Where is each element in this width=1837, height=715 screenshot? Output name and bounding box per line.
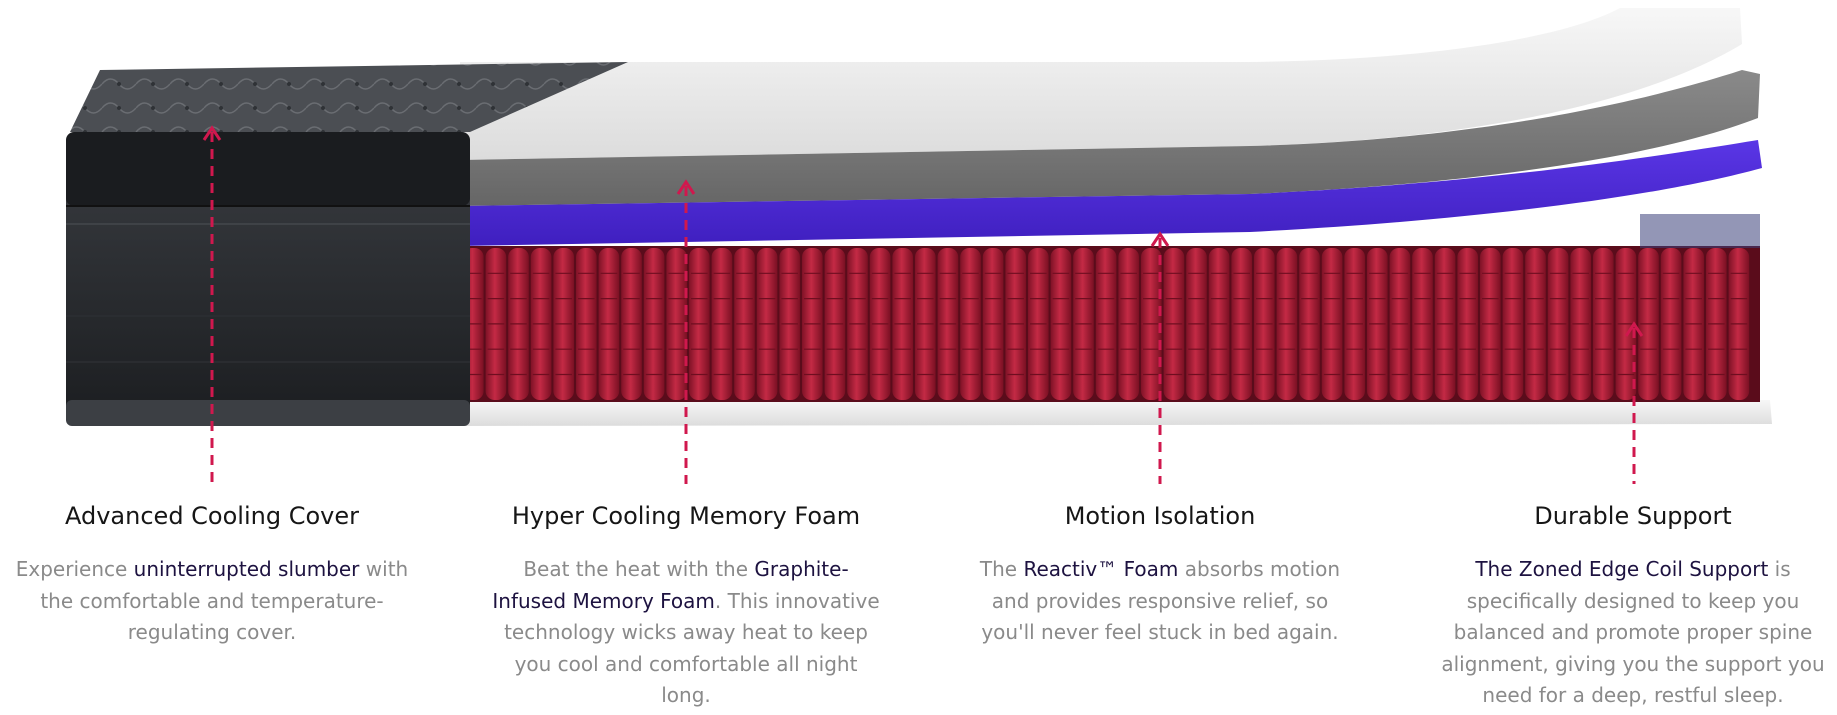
top-comfort-foam-layer bbox=[460, 8, 1742, 160]
cover-top-quilted bbox=[70, 62, 628, 132]
feature-title: Motion Isolation bbox=[1064, 502, 1256, 530]
feature-durable-support: Durable Support The Zoned Edge Coil Supp… bbox=[1440, 498, 1826, 712]
feature-cooling-cover: Advanced Cooling Cover Experience uninte… bbox=[8, 498, 416, 649]
feature-description: Experience uninterrupted slumber with th… bbox=[15, 557, 409, 644]
pocket-coils bbox=[463, 248, 1750, 400]
feature-description: The Reactiv™ Foam absorbs motion and pro… bbox=[979, 557, 1341, 644]
feature-title: Durable Support bbox=[1534, 502, 1732, 530]
feature-memory-foam: Hyper Cooling Memory Foam Beat the heat … bbox=[490, 498, 882, 712]
arrowhead-icon bbox=[1624, 321, 1644, 337]
pointer-lines bbox=[202, 125, 1644, 484]
graphite-memory-foam-layer bbox=[460, 70, 1760, 206]
arrowhead-icon bbox=[1150, 231, 1170, 247]
feature-highlight: Graphite-Infused Memory Foam bbox=[492, 557, 849, 613]
reactiv-foam-layer bbox=[460, 140, 1762, 246]
feature-title: Hyper Cooling Memory Foam bbox=[511, 502, 861, 530]
feature-highlight: The Zoned Edge Coil Support bbox=[1475, 557, 1769, 581]
feature-highlight: Reactiv™ Foam bbox=[1023, 557, 1179, 581]
feature-title: Advanced Cooling Cover bbox=[65, 502, 359, 530]
arrowhead-icon bbox=[676, 179, 696, 195]
feature-description: Beat the heat with the Graphite-Infused … bbox=[492, 557, 880, 707]
mattress-cutaway-illustration bbox=[66, 8, 1772, 484]
feature-highlight: uninterrupted slumber bbox=[133, 557, 360, 581]
feature-description: The Zoned Edge Coil Support is specifica… bbox=[1441, 557, 1825, 707]
base-foam-layer bbox=[460, 400, 1772, 426]
feature-motion-isolation: Motion Isolation The Reactiv™ Foam absor… bbox=[964, 498, 1356, 649]
arrowhead-icon bbox=[202, 125, 222, 141]
